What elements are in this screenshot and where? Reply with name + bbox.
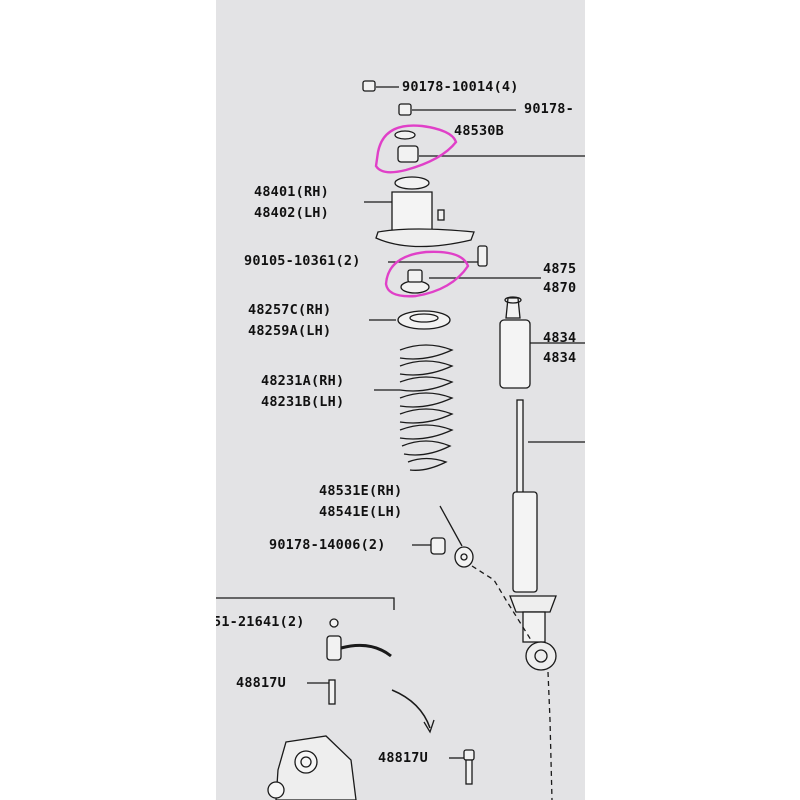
bump-stopper-shape	[499, 296, 531, 389]
callout-48231a: 48231A(RH)	[261, 373, 345, 389]
callout-48231b: 48231B(LH)	[261, 394, 345, 410]
coil-spring-shape	[399, 344, 454, 471]
callout-48531e: 48531E(RH)	[319, 483, 403, 499]
parts-diagram-sheet: 90178-10014(4) 90178- 48530B 48401(RH) 4…	[216, 0, 585, 800]
callout-51-21641: 51-21641(2)	[216, 614, 305, 630]
callout-90178-14006: 90178-14006(2)	[269, 537, 386, 553]
callout-48817u-upper: 48817U	[236, 675, 286, 691]
callout-48541e: 48541E(LH)	[319, 504, 403, 520]
callout-48401: 48401(RH)	[254, 184, 329, 200]
callout-48530b: 48530B	[454, 123, 504, 139]
lower-nut-shape	[430, 537, 446, 555]
callout-48259a: 48259A(LH)	[248, 323, 332, 339]
callout-90105-10361: 90105-10361(2)	[244, 253, 361, 269]
callout-4870: 4870	[543, 280, 577, 296]
callout-4834-a: 4834	[543, 330, 577, 346]
callout-4834-b: 4834	[543, 350, 577, 366]
stabilizer-link-shape	[326, 618, 392, 705]
callout-4875: 4875	[543, 261, 577, 277]
washer-nut-shape	[400, 269, 430, 294]
callout-48402: 48402(LH)	[254, 205, 329, 221]
highlight-marks	[374, 124, 470, 298]
upper-bushing-shape	[394, 130, 419, 163]
callout-48817u-lower: 48817U	[378, 750, 428, 766]
suspension-exploded-view	[216, 80, 585, 800]
upper-insulator-shape	[397, 310, 451, 330]
support-bolt-shape	[477, 245, 488, 267]
strut-support-shape	[375, 176, 475, 248]
callout-90178-10014: 90178-10014(4)	[402, 79, 519, 95]
nut-second-shape	[398, 103, 412, 116]
shock-absorber-shape	[509, 399, 557, 671]
lower-bushing-shape	[454, 546, 474, 568]
callout-48257c: 48257C(RH)	[248, 302, 332, 318]
lower-bolt-shape	[463, 749, 475, 785]
callout-90178-top: 90178-	[524, 101, 574, 117]
nut-top-shape	[362, 80, 376, 92]
knuckle-shape	[267, 735, 357, 800]
